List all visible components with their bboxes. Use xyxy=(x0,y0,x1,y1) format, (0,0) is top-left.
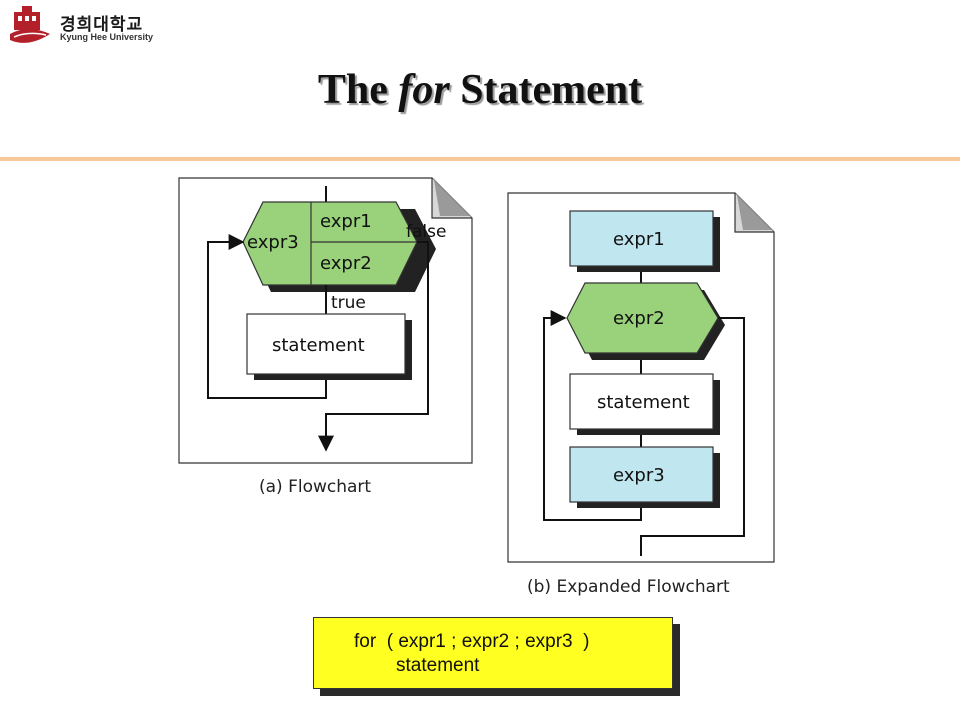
flowchart-b-exit-line xyxy=(640,317,745,556)
flowchart-b-expr1: expr1 xyxy=(613,229,665,250)
flowchart-b-expr2-hexagon xyxy=(566,282,719,354)
title-before: The xyxy=(317,67,399,113)
for-syntax-line-1: for ( expr1 ; expr2 ; expr3 ) xyxy=(354,631,590,652)
flowchart-b-caption: (b) Expanded Flowchart xyxy=(527,577,730,597)
title-after: Statement xyxy=(449,67,643,113)
flowchart-a-exit-arrow xyxy=(318,241,429,452)
page-title: The for Statement xyxy=(0,66,960,114)
flowchart-a: expr1 expr2 expr3 false true statement (… xyxy=(178,177,473,497)
flowchart-b: expr1 expr2 statement expr3 (b) Expanded… xyxy=(507,192,775,597)
flowchart-b-statement: statement xyxy=(597,392,690,413)
title-divider xyxy=(0,157,960,161)
flowchart-a-statement-box xyxy=(246,313,406,375)
flowchart-a-statement: statement xyxy=(272,335,365,356)
for-syntax-box: for ( expr1 ; expr2 ; expr3 ) statement xyxy=(313,617,673,689)
for-syntax-line-2: statement xyxy=(396,655,480,676)
flowchart-b-statement-box xyxy=(569,373,714,430)
flowchart-a-expr1: expr1 xyxy=(320,211,372,232)
flowchart-a-caption: (a) Flowchart xyxy=(259,477,371,497)
flowchart-a-expr2: expr2 xyxy=(320,253,372,274)
flowchart-a-false-label: false xyxy=(406,222,446,242)
flowchart-b-expr2: expr2 xyxy=(613,308,665,329)
flowchart-a-true-label: true xyxy=(331,293,366,313)
university-seal-icon xyxy=(10,6,50,43)
flowchart-b-expr3-box xyxy=(569,446,714,503)
flowchart-b-loop-arrow xyxy=(543,310,642,521)
title-for-keyword: for xyxy=(398,67,450,113)
university-logo: 경희대학교 Kyung Hee University xyxy=(8,4,168,48)
university-name-korean: 경희대학교 xyxy=(60,15,144,35)
flowchart-b-expr1-box xyxy=(569,210,714,267)
flowchart-a-expr3: expr3 xyxy=(247,232,299,253)
flowchart-b-expr3: expr3 xyxy=(613,465,665,486)
university-name-english: Kyung Hee University xyxy=(60,32,154,42)
flowchart-a-loop-arrow xyxy=(207,234,327,399)
